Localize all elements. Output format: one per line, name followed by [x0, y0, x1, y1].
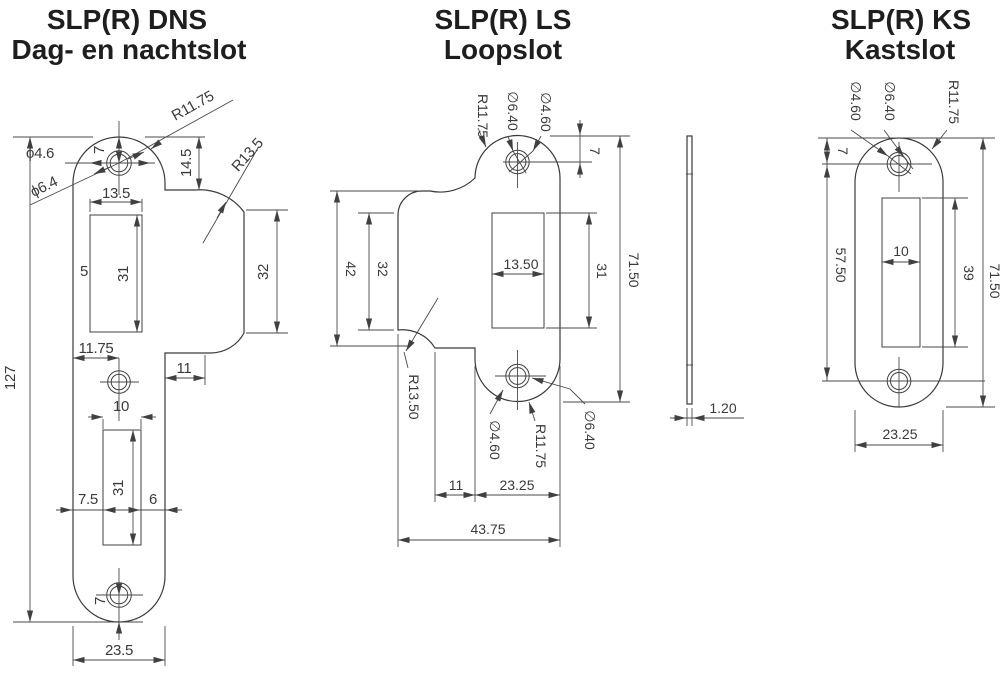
ks-dim-hole-spacing: 57.50	[833, 247, 849, 282]
ks-dim-plate-width: 23.25	[882, 426, 917, 442]
dns-extension-lines	[13, 136, 288, 666]
dns-dim-slot-bottom-width: 10	[113, 398, 129, 415]
ks-slot	[881, 197, 921, 348]
dns-dim-total-height: 127	[2, 366, 19, 390]
dns-dim-slot-top-height: 31	[115, 266, 132, 282]
ks-dimension-labels: ∅4.60 ∅6.40 R11.75 7 57.50 10 39 71.50 2…	[833, 80, 1000, 442]
ls-dim-radius-bottom: R11.75	[533, 424, 549, 468]
dns-bottom-slot	[102, 429, 142, 546]
side-view-ticks	[686, 173, 693, 366]
ks-dim-slot-width: 10	[893, 243, 909, 259]
dns-dim-dia-outer: ϕ6.4	[28, 173, 61, 201]
ks-subtitle: Kastslot	[845, 34, 955, 65]
side-view: 1.20	[670, 135, 744, 426]
ks-dim-total-height: 71.50	[987, 263, 1000, 298]
titles: SLP(R) DNS Dag- en nachtslot SLP(R) LS L…	[12, 4, 971, 65]
ks-dimension-lines	[823, 138, 987, 449]
dns-dim-plate-width: 23.5	[105, 642, 133, 659]
dns-dim-slot-top-width: 13.5	[102, 185, 130, 202]
ks-dim-slot-height: 39	[961, 265, 977, 281]
ks-dim-dia-outer: ∅6.40	[882, 81, 898, 121]
dns-dim-dia-inner: ϕ4.6	[26, 145, 54, 162]
ls-subtitle: Loopslot	[444, 34, 562, 65]
ls-title: SLP(R) LS	[435, 4, 572, 35]
ks-dim-radius-top: R11.75	[946, 80, 962, 124]
ls-dim-dia-inner-top: ∅4.60	[538, 92, 554, 132]
ks-leader-lines	[850, 129, 948, 175]
ls-dim-radius-top: R11.75	[475, 94, 491, 138]
ls-dim-total-width: 43.75	[470, 521, 505, 537]
ls-dim-dia-outer-top: ∅6.40	[505, 91, 521, 131]
ks-plate-outline	[854, 137, 944, 408]
dns-drawing: ϕ4.6 ϕ6.4 R11.75 7 14.5 R13.5 13.5 5 31 …	[2, 88, 288, 666]
ls-dim-radius-lip: R13.50	[406, 374, 422, 419]
dns-dim-radius-top: R11.75	[169, 88, 217, 125]
dns-dimension-lines	[26, 137, 281, 664]
dns-title: SLP(R) DNS	[47, 4, 207, 35]
dns-dim-hole-top-offset: 7	[91, 146, 108, 154]
ls-dimension-lines	[333, 123, 624, 544]
ls-dim-hole-top-offset: 7	[587, 147, 603, 155]
dns-top-slot	[89, 214, 143, 333]
dns-dim-lip-step: 11	[177, 360, 192, 377]
ks-title: SLP(R) KS	[831, 4, 971, 35]
ls-plate-outline	[397, 134, 561, 403]
dns-dim-lip-height: 32	[255, 264, 272, 280]
dns-dim-radius-lip: R13.5	[228, 135, 266, 175]
ks-dim-dia-inner: ∅4.60	[848, 81, 864, 121]
dns-dim-slot-bottom-height: 31	[110, 480, 127, 496]
ls-dim-lip-height: 32	[375, 261, 391, 277]
side-view-dimension-lines	[670, 408, 744, 426]
dns-plate-outline	[72, 136, 245, 623]
ls-dimension-labels: R11.75 ∅6.40 ∅4.60 7 42 32 13.50 31 71.5…	[343, 91, 642, 537]
ks-dim-hole-top-offset: 7	[835, 147, 851, 155]
dns-dim-slot-bottom-left: 7.5	[78, 491, 98, 508]
ks-drawing: ∅4.60 ∅6.40 R11.75 7 57.50 10 39 71.50 2…	[818, 80, 1000, 452]
ls-dim-lip-outer-height: 42	[343, 261, 359, 277]
ls-dim-slot-height: 31	[594, 263, 610, 279]
dns-subtitle: Dag- en nachtslot	[12, 34, 247, 65]
ls-slot	[491, 212, 545, 329]
dns-dim-slot-top-left: 5	[80, 263, 88, 280]
ls-extension-lines	[330, 120, 630, 547]
side-view-thickness-label: 1.20	[709, 400, 736, 416]
ls-dim-total-height: 71.50	[626, 252, 642, 287]
dns-dim-step-height: 14.5	[178, 149, 195, 177]
ls-dim-dia-inner-bottom: ∅4.60	[487, 420, 503, 460]
side-view-outline	[686, 135, 693, 405]
dns-dim-hole-mid-offset: 11.75	[79, 340, 114, 357]
ls-dim-slot-width: 13.50	[503, 256, 538, 272]
dns-dim-hole-bottom-offset: 7	[92, 597, 109, 605]
ls-dim-dia-outer-bottom: ∅6.40	[582, 410, 598, 450]
dns-dim-slot-bottom-right: 6	[149, 491, 157, 508]
dns-leader-lines	[29, 99, 259, 244]
ls-dim-plate-width: 23.25	[499, 477, 534, 493]
ls-leader-lines	[403, 127, 586, 422]
ls-dim-lip-step: 11	[449, 477, 464, 493]
ls-drawing: R11.75 ∅6.40 ∅4.60 7 42 32 13.50 31 71.5…	[330, 91, 642, 547]
